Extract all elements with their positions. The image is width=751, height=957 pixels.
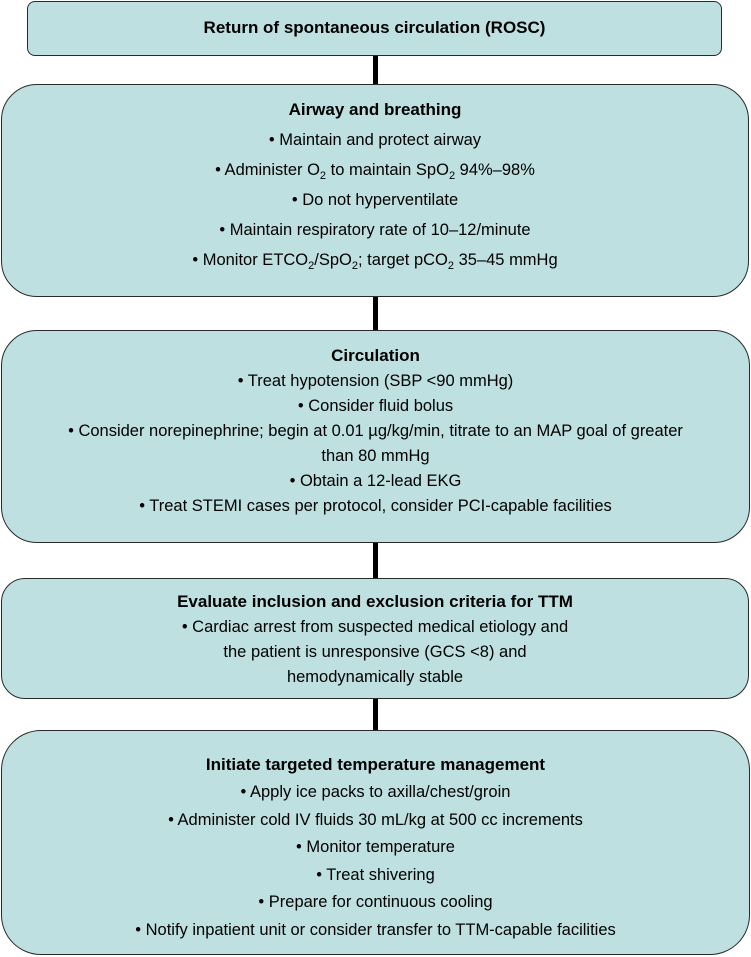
- ttm-initiate-item: • Treat shivering: [316, 865, 435, 884]
- ttm-initiate-item: • Prepare for continuous cooling: [258, 893, 493, 911]
- connector-ttm-criteria-initiate: [373, 699, 378, 730]
- connector-airway-circulation: [373, 297, 378, 330]
- airway-item-oxygen: • Administer O2 to maintain SpO2 94%–98%: [215, 161, 535, 182]
- ttm-criteria-box: Evaluate inclusion and exclusion criteri…: [1, 578, 749, 699]
- airway-item: • Maintain respiratory rate of 10–12/min…: [219, 221, 531, 239]
- circulation-item: • Obtain a 12-lead EKG: [289, 472, 462, 490]
- circulation-item: • Consider norepinephrine; begin at 0.01…: [68, 422, 683, 465]
- ttm-criteria-title: Evaluate inclusion and exclusion criteri…: [177, 592, 573, 611]
- ttm-criteria-item: • Cardiac arrest from suspected medical …: [181, 618, 569, 686]
- airway-item: • Do not hyperventilate: [291, 191, 459, 209]
- airway-breathing-box: Airway and breathing • Maintain and prot…: [1, 84, 749, 297]
- ttm-initiate-item: • Apply ice packs to axilla/chest/groin: [240, 783, 511, 801]
- ttm-initiate-item: • Administer cold IV fluids 30 mL/kg at …: [168, 810, 583, 829]
- circulation-title: Circulation: [331, 346, 420, 365]
- ttm-initiate-title: Initiate targeted temperature management: [205, 755, 546, 774]
- circulation-item: • Consider fluid bolus: [297, 397, 454, 415]
- rosc-title: Return of spontaneous circulation (ROSC): [203, 18, 546, 37]
- connector-rosc-airway: [373, 56, 378, 84]
- rosc-box: Return of spontaneous circulation (ROSC): [27, 1, 722, 56]
- ttm-initiate-item: • Monitor temperature: [296, 838, 455, 856]
- circulation-item: • Treat hypotension (SBP <90 mmHg): [237, 372, 514, 390]
- circulation-box: Circulation • Treat hypotension (SBP <90…: [1, 330, 750, 543]
- ttm-initiate-item: • Notify inpatient unit or consider tran…: [135, 920, 616, 939]
- airway-item-monitor: • Monitor ETCO2/SpO2; target pCO2 35–45 …: [192, 251, 558, 272]
- airway-item: • Maintain and protect airway: [268, 131, 482, 149]
- ttm-initiate-box: Initiate targeted temperature management…: [1, 730, 750, 955]
- connector-circulation-ttm-criteria: [373, 543, 378, 578]
- airway-title: Airway and breathing: [288, 100, 462, 119]
- circulation-item: • Treat STEMI cases per protocol, consid…: [139, 497, 612, 515]
